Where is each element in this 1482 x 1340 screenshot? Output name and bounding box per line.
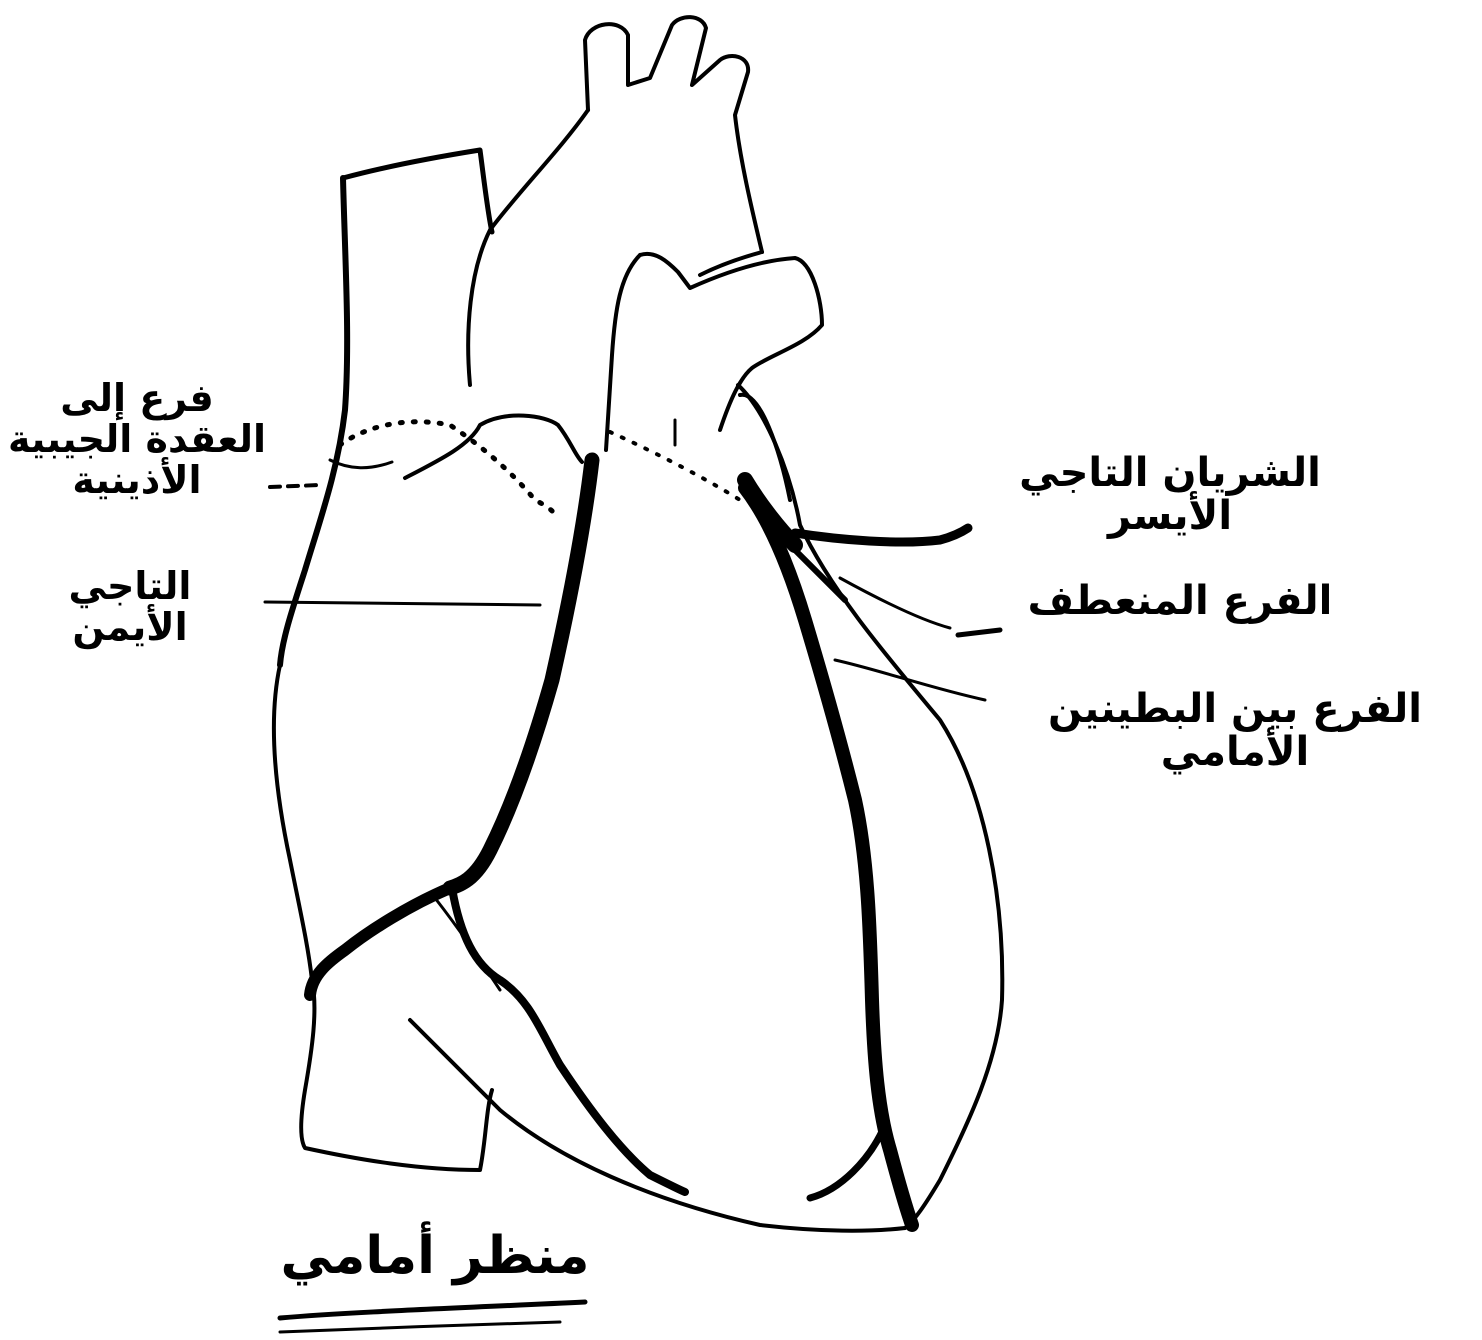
label-right-coronary: التاجي الأيمن — [30, 566, 230, 648]
ascending-aorta-right-wall — [468, 110, 588, 385]
right-atrial-appendage — [405, 416, 582, 478]
right-atrium-outline — [274, 665, 312, 980]
label-circumflex: الفرع المنعطف — [1010, 580, 1350, 623]
leader-anterior-interventricular — [835, 660, 985, 700]
anterior-interventricular-artery — [745, 488, 912, 1225]
right-coronary-continuation — [310, 888, 450, 995]
caption-underline-2 — [280, 1322, 560, 1332]
right-coronary-artery — [450, 460, 592, 888]
left-heart-border — [738, 385, 1002, 1228]
label-left-coronary: الشريان التاجي الأيسر — [1010, 452, 1330, 538]
pulmonary-trunk — [640, 254, 822, 430]
caption-underline — [280, 1302, 585, 1318]
pulmonary-trunk-left-wall — [606, 255, 640, 450]
leader-right-coronary — [265, 602, 540, 605]
right-marginal-branch — [452, 888, 685, 1192]
left-coronary-stub — [795, 528, 968, 542]
superior-vena-cava-outline — [343, 150, 492, 232]
leader-circumflex-tail — [958, 630, 1000, 635]
leader-dashes-left — [270, 485, 320, 487]
leader-sa-node — [330, 460, 392, 468]
right-coronary-small-branch — [435, 898, 500, 990]
great-vessels — [585, 17, 762, 252]
label-branch-to-sa-node: فرع إلى العقدة الجيبية الأذينية — [6, 378, 268, 501]
diagonal-branch — [810, 1125, 885, 1198]
leader-circumflex — [840, 578, 950, 628]
label-anterior-interventricular: الفرع بين البطينين الأمامي — [1010, 688, 1460, 774]
superior-vena-cava-left-wall — [280, 178, 347, 665]
caption-anterior-view: منظر أمامي — [270, 1228, 600, 1284]
